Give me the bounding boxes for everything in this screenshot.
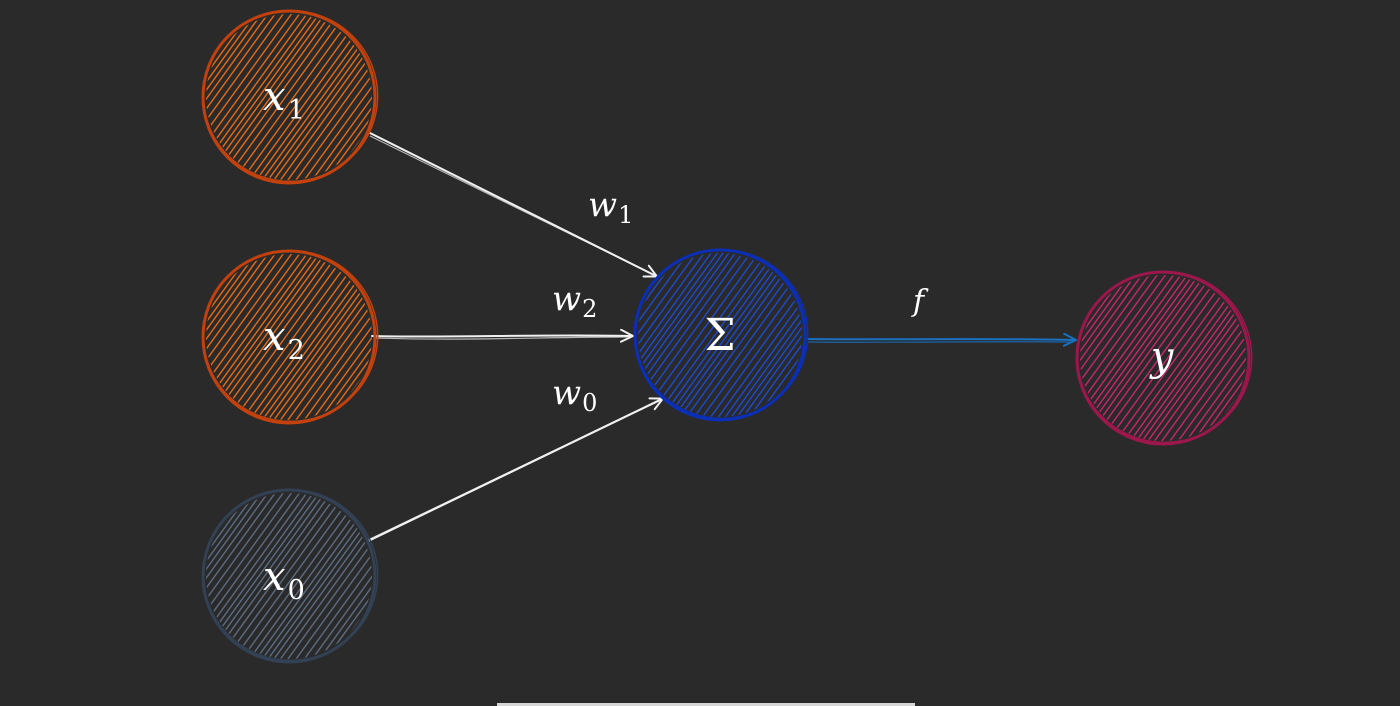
node-x1-label: x1 [263, 74, 305, 126]
edge-label-w2: w2 [552, 279, 597, 323]
edge-sum-to-y [806, 332, 1077, 347]
edge-label-f: f [911, 284, 929, 319]
edge-x0-to-sum [366, 397, 664, 543]
node-y [1075, 270, 1253, 446]
node-x0-label: x0 [263, 554, 305, 606]
node-x2-label: x2 [263, 314, 305, 366]
edge-label-w1: w1 [588, 185, 633, 229]
edge-label-w0: w0 [552, 373, 597, 417]
node-y-label: y [1149, 334, 1175, 380]
edge-x2-to-sum [371, 328, 634, 343]
edge-x1-to-sum [367, 131, 658, 278]
node-y-hatch [1080, 275, 1246, 441]
bottom-scroll-indicator [497, 703, 915, 706]
node-sum-symbol: Σ [704, 310, 735, 361]
